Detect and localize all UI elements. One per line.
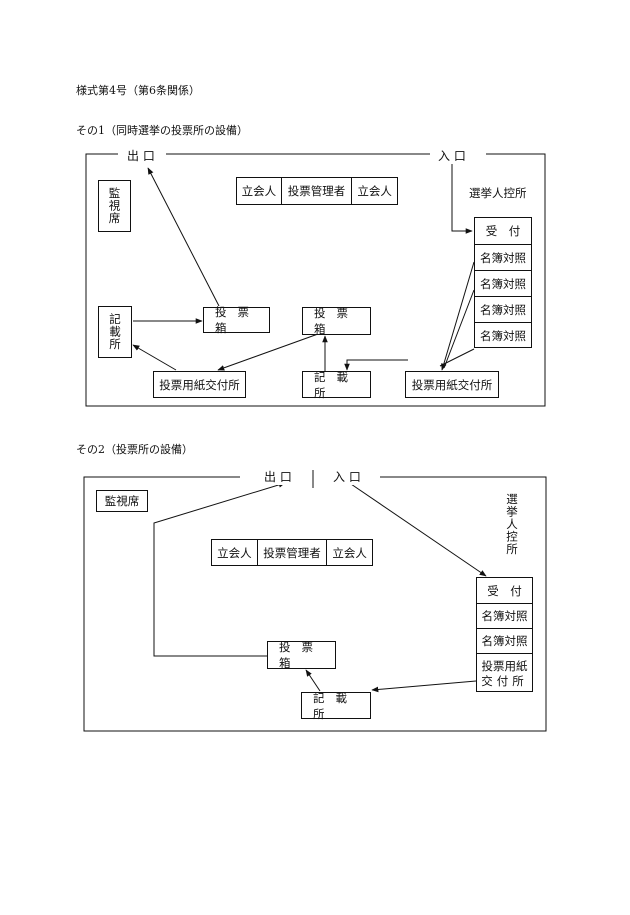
arrow-reception-to-issue-c [443, 289, 475, 369]
writing-booth-center: 記載所 [302, 370, 371, 400]
monitor-seat-2: 監視席 [96, 490, 148, 512]
ballot-issue-right: 投票用紙交付所 [405, 371, 499, 398]
exit-label-2: 出 口 [261, 468, 295, 485]
arrow2-ballotbox-to-exit [153, 482, 286, 657]
staff2-manager: 投票管理者 [263, 545, 321, 560]
roll-check-4: 名簿対照 [475, 322, 531, 348]
arrow-reception-to-issue-b [439, 348, 475, 367]
ballot-issue-2-line1: 投票用紙 [481, 658, 528, 673]
arrow-ballotbox-to-exit [147, 167, 220, 307]
reception-desk-2: 受 付 [487, 583, 522, 598]
ballot-box-right: 投票箱 [302, 306, 371, 336]
reception-desk: 受 付 [485, 224, 521, 238]
room1-wall [85, 153, 546, 407]
form-title: 様式第4号（第6条関係） [76, 84, 200, 97]
roll-check-2: 名簿対照 [475, 270, 531, 296]
arrow2-entrance-to-reception [347, 481, 487, 577]
ballot-issue-2-line2: 交付所 [481, 673, 528, 688]
ballot-issue-2: 投票用紙 交付所 [477, 653, 532, 693]
arrow2-booth-to-ballotbox [305, 669, 321, 692]
entrance-label-2: 入 口 [330, 468, 364, 485]
writing-booth-2: 記載所 [301, 691, 371, 721]
diagram2-caption: その2（投票所の設備） [76, 443, 193, 456]
staff-witness-left: 立会人 [241, 184, 277, 198]
staff-manager: 投票管理者 [287, 184, 346, 198]
arrow-ballotbox2-to-issue [217, 333, 319, 371]
arrow-issue-to-booth [132, 344, 177, 371]
exit-label: 出 口 [124, 147, 158, 164]
roll-check-3: 名簿対照 [475, 296, 531, 322]
voter-waiting-area-2: 選挙人控所 [505, 493, 519, 556]
roll-check-1: 名簿対照 [475, 244, 531, 270]
diagram1-caption: その1（同時選挙の投票所の設備） [76, 124, 248, 137]
reception-stack-2: 受 付 名簿対照 名簿対照 投票用紙 交付所 [476, 577, 533, 692]
roll-check-2-2: 名簿対照 [477, 628, 532, 653]
reception-stack: 受 付 名簿対照 名簿対照 名簿対照 名簿対照 [474, 217, 532, 348]
voter-waiting-area: 選挙人控所 [469, 186, 527, 200]
arrow2-issue-to-booth [371, 680, 477, 693]
arrow-issue-right-to-booth2 [344, 359, 408, 371]
staff-witness-right: 立会人 [357, 184, 392, 198]
staff-table-2: 立会人 投票管理者 立会人 [211, 539, 373, 566]
arrow-entrance-to-reception [451, 160, 473, 234]
roll-check-2-1: 名簿対照 [477, 603, 532, 628]
writing-booth-left: 記載所 [98, 306, 132, 358]
ballot-box-left: 投票箱 [203, 305, 270, 335]
staff2-witness-right: 立会人 [332, 545, 367, 560]
room2-wall [83, 476, 547, 732]
ballot-issue-left: 投票用紙交付所 [153, 371, 246, 398]
ballot-box-2: 投票箱 [267, 640, 336, 670]
monitor-seat: 監視席 [98, 180, 131, 232]
entrance-label: 入 口 [435, 147, 469, 164]
staff-table: 立会人 投票管理者 立会人 [236, 177, 398, 205]
arrow-reception-to-issue-a [441, 261, 475, 371]
staff2-witness-left: 立会人 [217, 545, 252, 560]
